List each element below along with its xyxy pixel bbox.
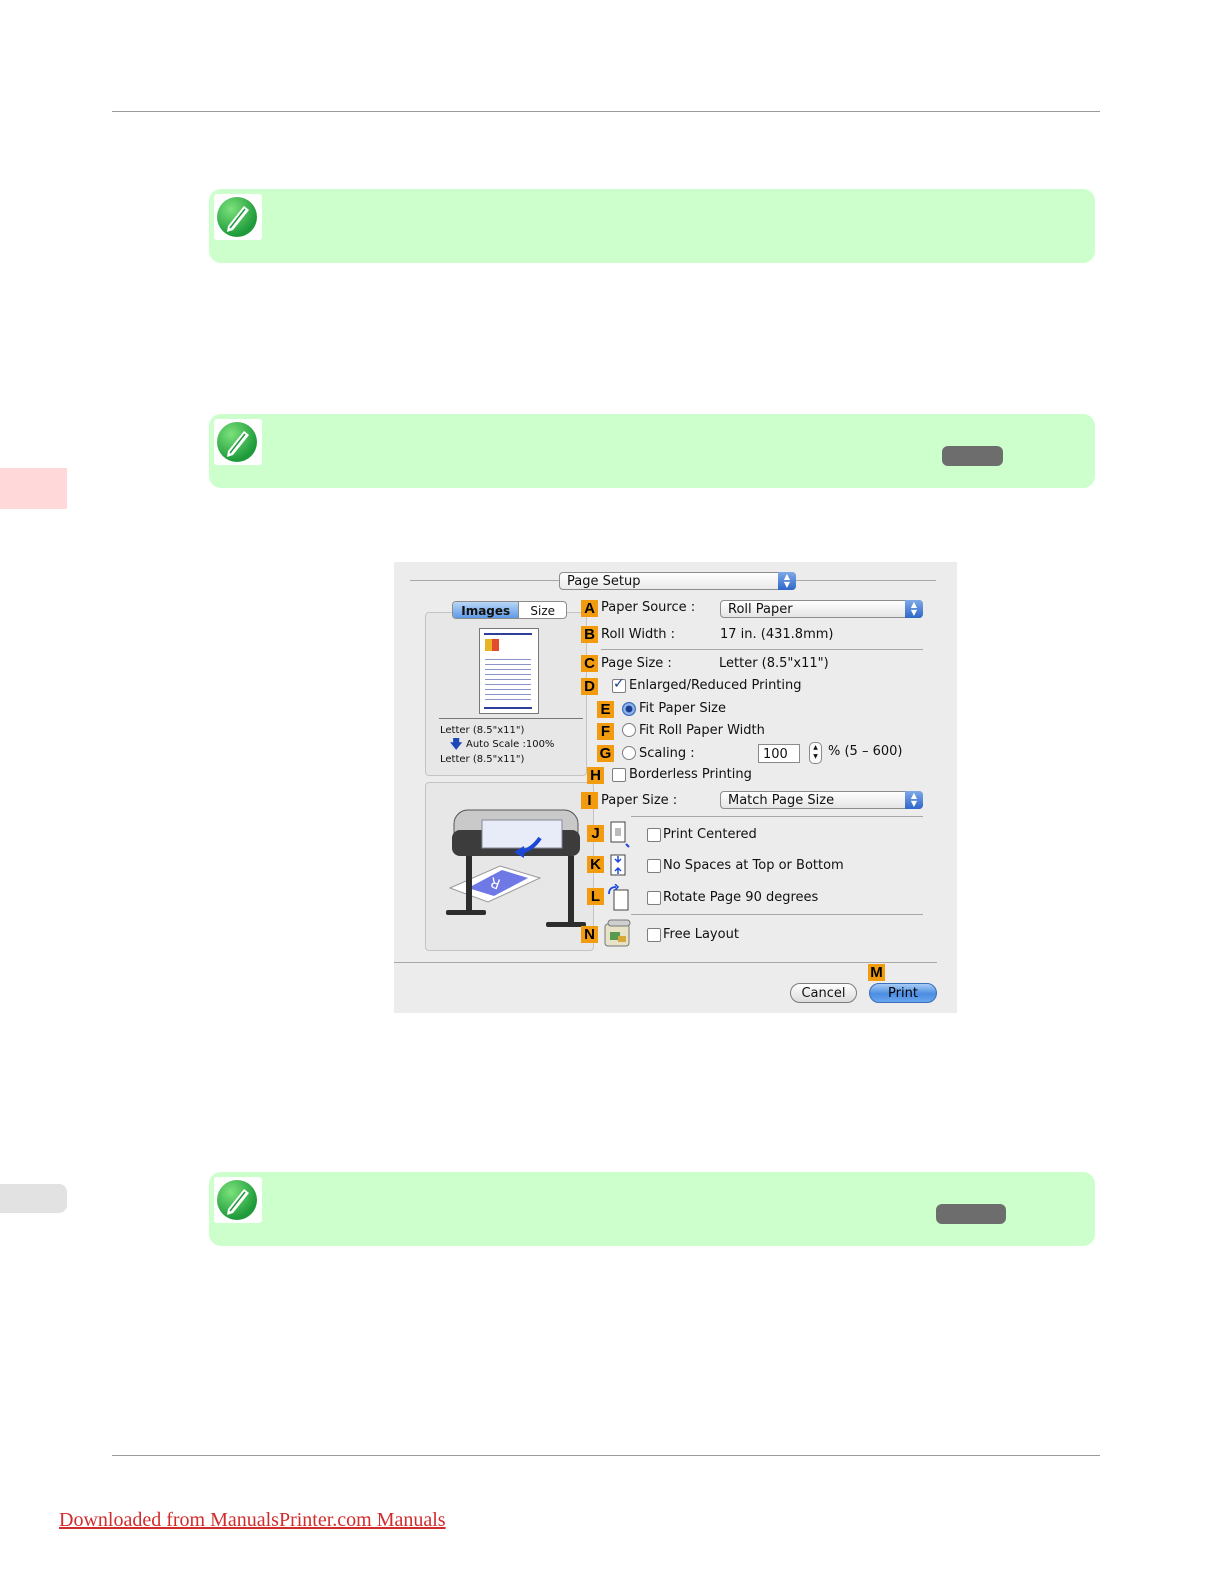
footer-rule xyxy=(112,1455,1100,1456)
roll-width-label: Roll Width : xyxy=(601,627,676,642)
note-pencil-icon xyxy=(214,1177,262,1223)
popup-arrows-icon: ▲▼ xyxy=(905,600,923,618)
note-pencil-icon xyxy=(214,419,262,465)
cancel-button[interactable]: Cancel xyxy=(790,983,857,1003)
reference-pill[interactable] xyxy=(942,446,1003,466)
callout-tag-c: C xyxy=(581,655,598,672)
button-bar-divider xyxy=(394,962,937,963)
chapter-tab xyxy=(0,468,67,509)
output-paper-size-value: Match Page Size xyxy=(728,793,835,808)
scaling-range-label: % (5 – 600) xyxy=(828,744,903,759)
paper-source-label: Paper Source : xyxy=(601,600,696,615)
rotate-page-checkbox[interactable] xyxy=(647,891,661,905)
scaling-label: Scaling : xyxy=(639,746,695,761)
page-setup-popup-label: Page Setup xyxy=(567,574,641,589)
header-rule xyxy=(112,111,1100,112)
scaling-input[interactable]: 100 xyxy=(758,744,800,763)
fit-paper-size-label: Fit Paper Size xyxy=(639,701,727,716)
index-tab xyxy=(0,1184,67,1213)
callout-tag-b: B xyxy=(581,626,598,643)
page-setup-dialog: Page Setup ▲▼ Images Size Letter (8.5"x1… xyxy=(394,562,957,1013)
row-divider xyxy=(631,816,923,817)
scaling-stepper[interactable]: ▲▼ xyxy=(809,742,822,764)
print-button[interactable]: Print xyxy=(869,983,937,1003)
no-spaces-checkbox[interactable] xyxy=(647,859,661,873)
callout-tag-k: K xyxy=(587,856,604,873)
note-box-2 xyxy=(209,414,1095,488)
row-divider xyxy=(601,649,923,650)
enlarged-reduced-label: Enlarged/Reduced Printing xyxy=(629,678,802,693)
scaling-radio[interactable] xyxy=(622,746,636,760)
rotate-page-icon xyxy=(606,883,629,911)
note-box-3 xyxy=(209,1172,1095,1246)
callout-tag-m: M xyxy=(868,964,885,981)
printer-illustration: R xyxy=(446,809,586,927)
page-size-label: Page Size : xyxy=(601,656,672,671)
row-divider xyxy=(631,914,923,915)
fit-paper-size-radio[interactable] xyxy=(622,702,636,716)
fit-roll-paper-width-radio[interactable] xyxy=(622,723,636,737)
callout-tag-l: L xyxy=(587,888,604,905)
rotate-page-label: Rotate Page 90 degrees xyxy=(663,890,819,905)
page-thumbnail xyxy=(479,628,539,714)
note-box-1 xyxy=(209,189,1095,263)
free-layout-checkbox[interactable] xyxy=(647,928,661,942)
callout-tag-g: G xyxy=(597,745,614,762)
popup-arrows-icon: ▲▼ xyxy=(905,791,923,809)
roll-width-value: 17 in. (431.8mm) xyxy=(720,627,834,642)
no-spaces-label: No Spaces at Top or Bottom xyxy=(663,858,844,873)
borderless-printing-checkbox[interactable] xyxy=(612,768,626,782)
preview-line-2: Auto Scale :100% xyxy=(466,739,555,750)
callout-tag-f: F xyxy=(597,723,614,740)
callout-tag-e: E xyxy=(597,701,614,718)
preview-line-3: Letter (8.5"x11") xyxy=(440,754,525,765)
callout-tag-a: A xyxy=(581,600,598,617)
output-paper-size-select[interactable]: Match Page Size ▲▼ xyxy=(720,791,923,809)
reference-pill[interactable] xyxy=(936,1204,1006,1224)
no-spaces-icon xyxy=(608,852,630,878)
tab-images[interactable]: Images xyxy=(453,602,519,618)
preview-arrow-icon: 🡇 xyxy=(450,737,463,751)
output-paper-size-label: Paper Size : xyxy=(601,793,678,808)
borderless-printing-label: Borderless Printing xyxy=(629,767,752,782)
enlarged-reduced-checkbox[interactable] xyxy=(612,676,626,693)
callout-tag-d: D xyxy=(581,678,598,695)
tab-size[interactable]: Size xyxy=(518,602,566,618)
paper-source-select[interactable]: Roll Paper ▲▼ xyxy=(720,600,923,618)
callout-tag-n: N xyxy=(581,926,598,943)
free-layout-label: Free Layout xyxy=(663,927,739,942)
callout-tag-j: J xyxy=(587,825,604,842)
free-layout-icon xyxy=(602,918,634,950)
preview-line-1: Letter (8.5"x11") xyxy=(440,725,525,736)
print-centered-label: Print Centered xyxy=(663,827,757,842)
preview-tabs[interactable]: Images Size xyxy=(452,601,567,619)
paper-source-value: Roll Paper xyxy=(728,602,793,617)
popup-arrows-icon: ▲▼ xyxy=(778,572,796,590)
callout-tag-h: H xyxy=(587,767,604,784)
page-size-value: Letter (8.5"x11") xyxy=(719,656,829,671)
download-source-link[interactable]: Downloaded from ManualsPrinter.com Manua… xyxy=(59,1509,446,1531)
fit-roll-paper-width-label: Fit Roll Paper Width xyxy=(639,723,765,738)
page-setup-popup[interactable]: Page Setup ▲▼ xyxy=(559,572,796,590)
callout-tag-i: I xyxy=(581,792,598,809)
note-pencil-icon xyxy=(214,194,262,240)
print-centered-icon xyxy=(608,820,630,848)
print-centered-checkbox[interactable] xyxy=(647,828,661,842)
preview-divider xyxy=(439,718,583,719)
